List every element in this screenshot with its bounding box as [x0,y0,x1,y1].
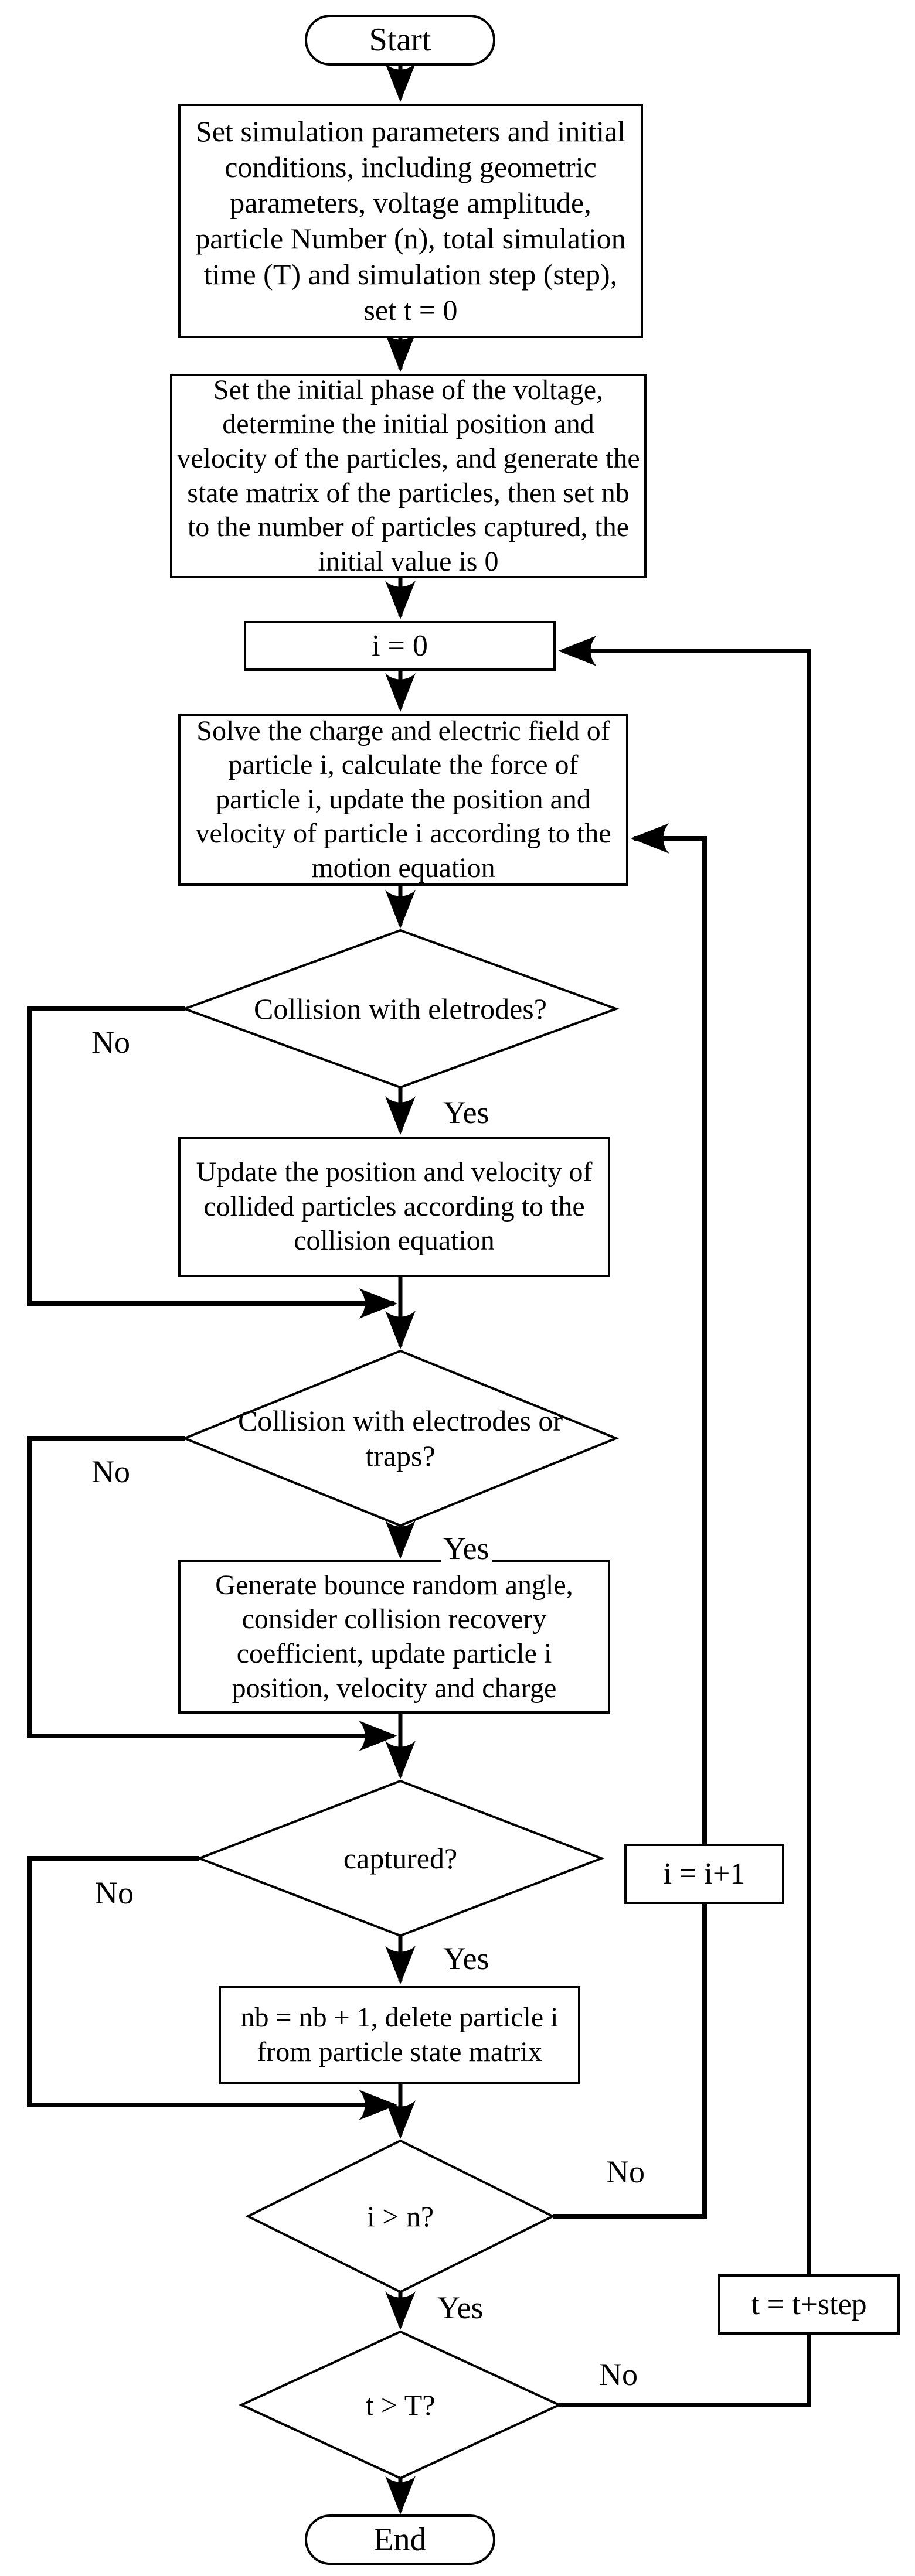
process-init-phase: Set the initial phase of the voltage, de… [170,374,647,578]
edge-label-i-gt-n-no: No [604,2154,647,2190]
edge-label-collision-electrodes-no: No [89,1024,132,1060]
process-i-zero: i = 0 [244,621,556,671]
process-nb-increment: nb = nb + 1, delete particle i from part… [219,1986,580,2084]
edge-t-step-to-i-zero [558,636,811,2274]
decision-t-gt-T-label: t > T? [365,2389,436,2421]
decision-collision-electrodes-label: Collision with eletrodes? [254,992,547,1025]
edge-i-increment-to-solve [631,823,707,1844]
edge-collision-electrodes-no-loop [27,1006,397,1319]
process-init-params: Set simulation parameters and initial co… [178,104,643,338]
edge-label-captured-no: No [93,1875,136,1911]
edge-label-collision-traps-yes: Yes [441,1530,492,1567]
edge-t-gt-T-no-to-t-step [559,2335,811,2407]
decision-i-gt-n-shape [245,2139,556,2294]
edge-i-gt-n-no-to-i-increment [553,1904,707,2219]
terminator-end: End [305,2514,495,2565]
edge-label-captured-yes: Yes [441,1940,492,1977]
edge-label-collision-traps-no: No [89,1454,132,1490]
decision-captured-label: captured? [343,1842,458,1875]
terminator-start: Start [305,15,495,66]
edge-captured-no-loop [27,1856,397,2120]
edge-label-collision-electrodes-yes: Yes [441,1094,492,1131]
process-solve-motion: Solve the charge and electric field of p… [178,714,628,886]
process-i-increment: i = i+1 [624,1844,784,1904]
decision-captured-shape [196,1779,605,1937]
decision-collision-electrodes-shape [181,929,620,1089]
edge-collision-traps-no-loop [27,1436,397,1751]
decision-t-gt-T-shape [239,2330,562,2480]
process-bounce-angle: Generate bounce random angle, consider c… [178,1560,610,1714]
edge-label-i-gt-n-yes: Yes [435,2290,486,2326]
edge-label-t-gt-T-no: No [597,2356,640,2393]
decision-collision-traps-shape [181,1349,620,1527]
process-update-collided: Update the position and velocity of coll… [178,1137,610,1277]
process-t-step: t = t+step [718,2274,900,2335]
decision-i-gt-n-label: i > n? [366,2200,434,2233]
decision-collision-traps-label: Collision with electrodes or traps? [237,1404,563,1472]
